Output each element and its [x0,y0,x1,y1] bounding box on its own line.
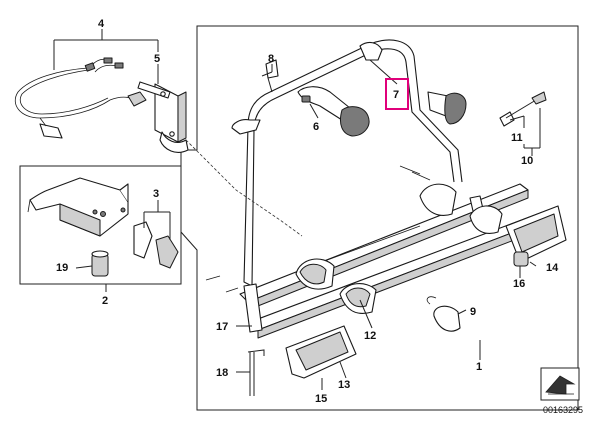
subassembly-box-2 [19,165,182,285]
callout-17: 17 [216,321,228,333]
guide-pads [133,221,179,269]
callout-4: 4 [98,18,105,30]
rear-light-right [505,205,567,267]
rear-light-left [285,325,357,379]
wheel-holder-2 [339,283,377,314]
callout-7[interactable]: 7 [393,89,399,101]
mounting-bracket [137,81,189,153]
callout-2: 2 [102,295,108,307]
callout-11: 11 [511,132,523,144]
wheel-holder-3 [419,183,457,216]
highlight-frame [385,78,409,110]
strap-clip [426,296,461,332]
callout-10: 10 [521,155,533,167]
frame-clamp-right [359,41,467,125]
adapter-plate [27,177,129,237]
wiring-harness [14,57,147,139]
catalog-number: 00163295 [543,405,583,415]
main-assembly-outline [180,25,579,411]
hook-hardware [205,165,431,293]
callout-1: 1 [476,361,482,373]
hex-key [247,349,265,396]
callout-12: 12 [364,330,376,342]
callout-6: 6 [313,121,319,133]
callout-8: 8 [268,53,274,65]
leader-lines [53,29,541,390]
wire-route [185,139,303,237]
wheel-holder-1 [295,258,335,290]
sleeve-bushing [91,250,109,277]
callout-15: 15 [315,393,327,405]
orientation-icon [540,367,580,401]
frame-clamp-left [297,86,370,137]
callout-16: 16 [513,278,525,290]
key-and-bolt [499,91,547,127]
callout-5: 5 [154,53,160,65]
callout-19: 19 [56,262,68,274]
callout-3: 3 [153,188,159,200]
callout-14: 14 [546,262,559,274]
callout-9: 9 [470,306,476,318]
callout-13: 13 [338,379,350,391]
wheel-holder-4 [469,205,503,234]
callout-18: 18 [216,367,228,379]
rack-frame [231,39,463,287]
